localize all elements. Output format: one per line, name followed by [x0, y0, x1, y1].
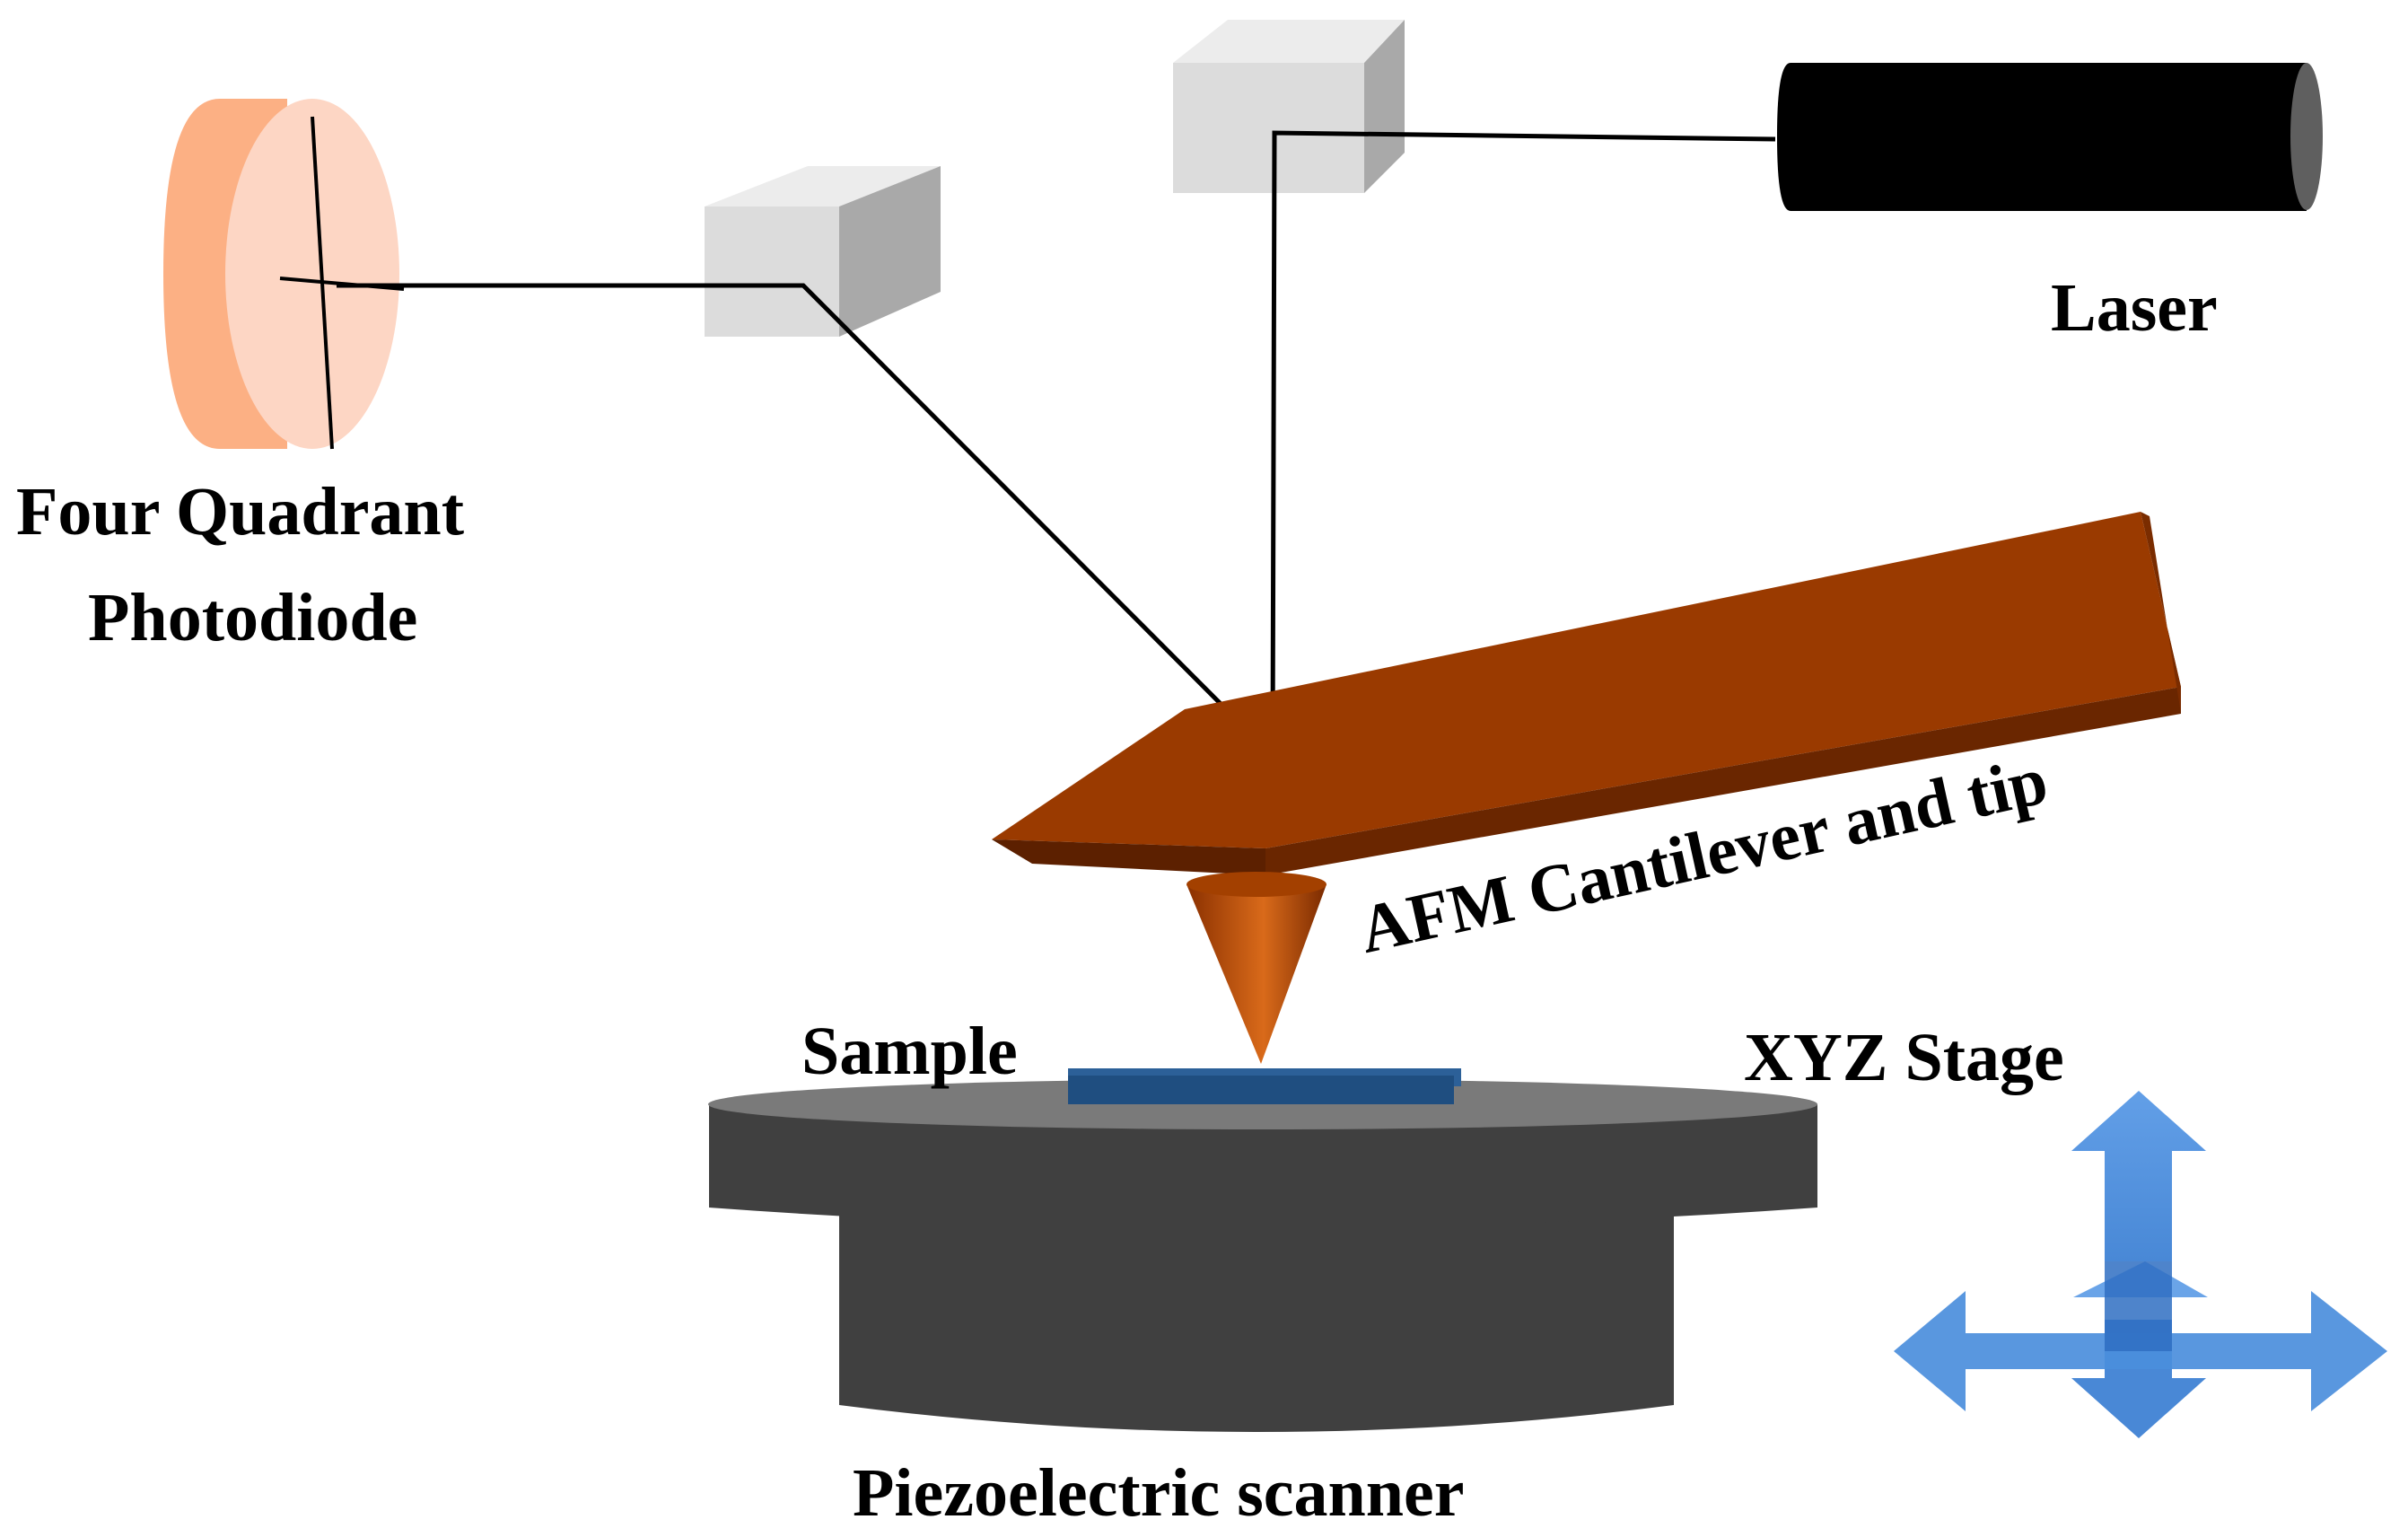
mirror-left-icon	[705, 166, 941, 337]
scanner-icon	[708, 1079, 1817, 1432]
stage-label: XYZ Stage	[1744, 1020, 2064, 1095]
cantilever-icon	[992, 512, 2181, 875]
photodiode-label-line1: Four Quadrant	[16, 474, 465, 549]
photodiode-label-line2: Photodiode	[88, 580, 418, 655]
laser-icon	[1777, 63, 2323, 211]
mirror-top-icon	[1173, 20, 1405, 193]
xyz-arrows-icon	[1894, 1091, 2387, 1438]
photodiode-face	[225, 99, 399, 449]
sample-icon	[1068, 1068, 1461, 1104]
photodiode-icon	[163, 99, 405, 450]
laser-label: Laser	[2051, 270, 2218, 346]
scanner-label: Piezoelectric scanner	[853, 1455, 1465, 1531]
sample-label: Sample	[801, 1014, 1018, 1089]
tip-icon	[1186, 872, 1327, 1064]
